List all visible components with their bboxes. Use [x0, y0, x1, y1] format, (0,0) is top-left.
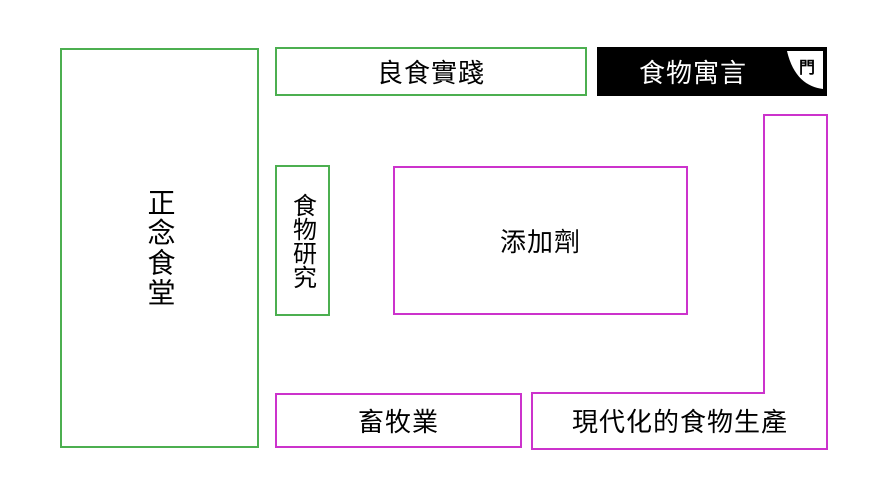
- door-tag-icon: 門: [787, 51, 823, 89]
- block-modern-food-production[interactable]: 現代化的食物生產: [531, 393, 829, 448]
- block-food-research[interactable]: 食物研究: [275, 165, 330, 316]
- block-food-research-label: 食物研究: [288, 192, 317, 289]
- block-animal-husbandry-label: 畜牧業: [357, 408, 439, 438]
- block-good-food-practice-label: 良食實踐: [376, 59, 485, 89]
- block-modern-food-production-label: 現代化的食物生產: [571, 408, 788, 438]
- block-additives-label: 添加劑: [499, 228, 581, 258]
- block-mindful-canteen-label: 正念食堂: [143, 188, 177, 308]
- door-tag-label: 門: [799, 58, 815, 77]
- block-mindful-canteen[interactable]: 正念食堂: [60, 48, 259, 448]
- block-additives[interactable]: 添加劑: [393, 166, 688, 315]
- block-good-food-practice[interactable]: 良食實踐: [275, 47, 587, 96]
- block-animal-husbandry[interactable]: 畜牧業: [275, 393, 522, 448]
- block-food-fables[interactable]: 食物寓言 門: [597, 47, 827, 96]
- block-modern-food-production-outline[interactable]: [531, 114, 829, 451]
- block-food-fables-label: 食物寓言: [638, 59, 747, 89]
